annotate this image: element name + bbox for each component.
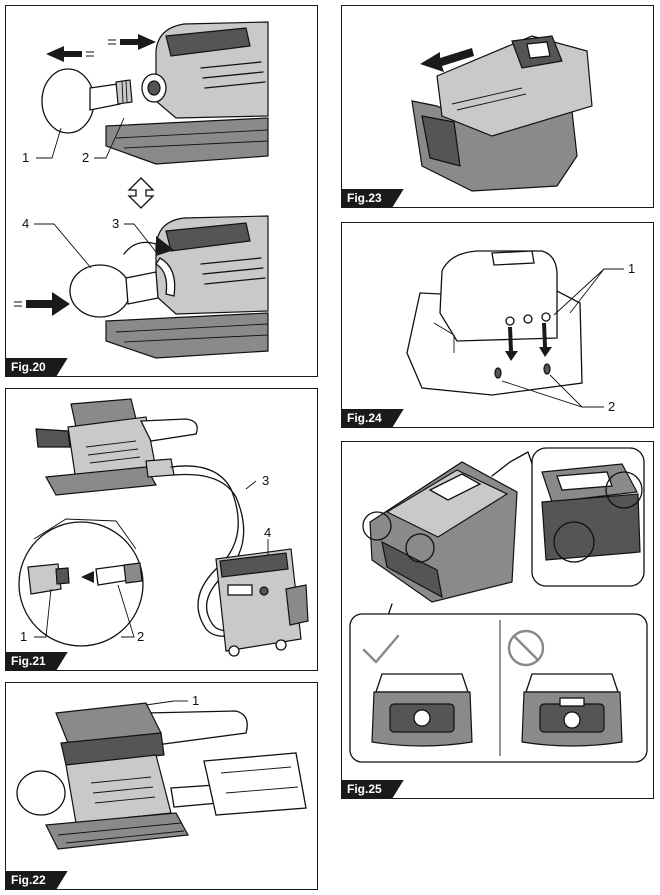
callout-1: 1 xyxy=(192,693,200,708)
checkmark-icon xyxy=(362,634,400,664)
comparison-box xyxy=(349,613,648,763)
slide-arrow-icon xyxy=(420,48,474,72)
detail-inset xyxy=(531,447,645,587)
figure-22-illustration xyxy=(16,700,307,850)
battery-on-charger xyxy=(406,250,583,396)
figure-24-illustration xyxy=(406,250,624,408)
vacuum-hose xyxy=(170,465,242,637)
callout-4: 4 xyxy=(22,216,30,231)
sander-with-hose xyxy=(35,398,198,496)
callout-1: 1 xyxy=(628,261,636,276)
double-arrow-icon xyxy=(46,34,156,62)
callout-4: 4 xyxy=(264,525,272,540)
figure-23-panel: Fig.23 xyxy=(341,5,654,208)
figure-label: Fig.20 xyxy=(6,358,68,376)
figure-21-illustration xyxy=(18,398,309,657)
callout-1: 1 xyxy=(20,629,28,644)
sander-rear-top xyxy=(105,21,269,165)
sander-rear-bottom xyxy=(69,215,269,359)
callout-3: 3 xyxy=(112,216,120,231)
callout-2: 2 xyxy=(137,629,145,644)
figure-20-panel: 1 2 4 3 Fig.20 xyxy=(5,5,318,377)
figure-label: Fig.24 xyxy=(342,409,404,427)
figure-label: Fig.25 xyxy=(342,780,404,798)
battery-overview xyxy=(362,461,518,603)
figure-25-illustration xyxy=(349,447,648,763)
figure-label: Fig.23 xyxy=(342,189,404,207)
figure-25-panel: Fig.25 xyxy=(341,441,654,799)
sander-with-dust-bag xyxy=(16,702,307,850)
rotate-arrow-icon xyxy=(123,236,176,297)
figure-label: Fig.22 xyxy=(6,871,68,889)
callout-3: 3 xyxy=(262,473,270,488)
callout-2: 2 xyxy=(608,399,616,414)
callout-1: 1 xyxy=(22,150,30,165)
figure-21-panel: 1 2 3 4 Fig.21 xyxy=(5,388,318,671)
push-arrow-icon xyxy=(14,292,70,316)
up-down-arrow-icon xyxy=(127,177,155,209)
callout-2: 2 xyxy=(82,150,90,165)
figure-23-illustration xyxy=(411,35,593,192)
figure-label: Fig.21 xyxy=(6,652,68,670)
figure-22-panel: 1 Fig.22 xyxy=(5,682,318,890)
prohibited-icon xyxy=(507,629,545,667)
figure-20-illustration xyxy=(14,21,269,359)
battery-and-charger xyxy=(411,35,593,192)
figure-24-panel: 1 2 Fig.24 xyxy=(341,222,654,428)
dust-extractor xyxy=(215,548,309,657)
dust-nozzle-removed xyxy=(41,68,133,134)
detail-magnifier xyxy=(18,518,144,647)
